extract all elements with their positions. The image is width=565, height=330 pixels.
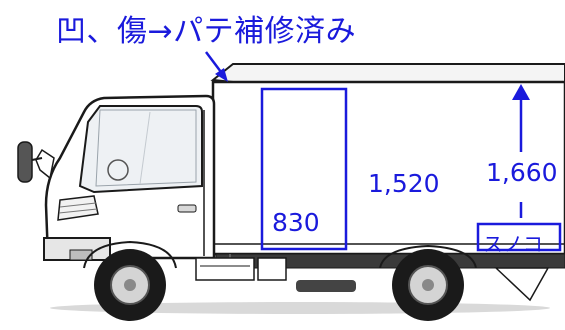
door-dimension-box <box>260 87 348 251</box>
floor-board-label: スノコ <box>483 232 543 256</box>
rear-wheel <box>392 249 464 321</box>
rear-wheel-arch <box>379 244 477 269</box>
up-arrow-icon <box>512 84 530 100</box>
repair-note-label: 凹、傷→パテ補修済み <box>56 14 357 49</box>
truck-cab <box>17 94 287 281</box>
door-width-dimension-label: 830 <box>272 208 320 237</box>
front-wheel-arch <box>83 240 177 269</box>
front-wheel <box>94 249 166 321</box>
floor-board-box <box>476 222 562 252</box>
note-pointer-arrowhead <box>215 68 228 82</box>
fuel-tank <box>296 280 356 292</box>
mud-flap <box>494 267 550 302</box>
total-height-dimension-label: 1,660 <box>486 158 558 187</box>
height-dimension-label: 1,520 <box>368 169 440 198</box>
